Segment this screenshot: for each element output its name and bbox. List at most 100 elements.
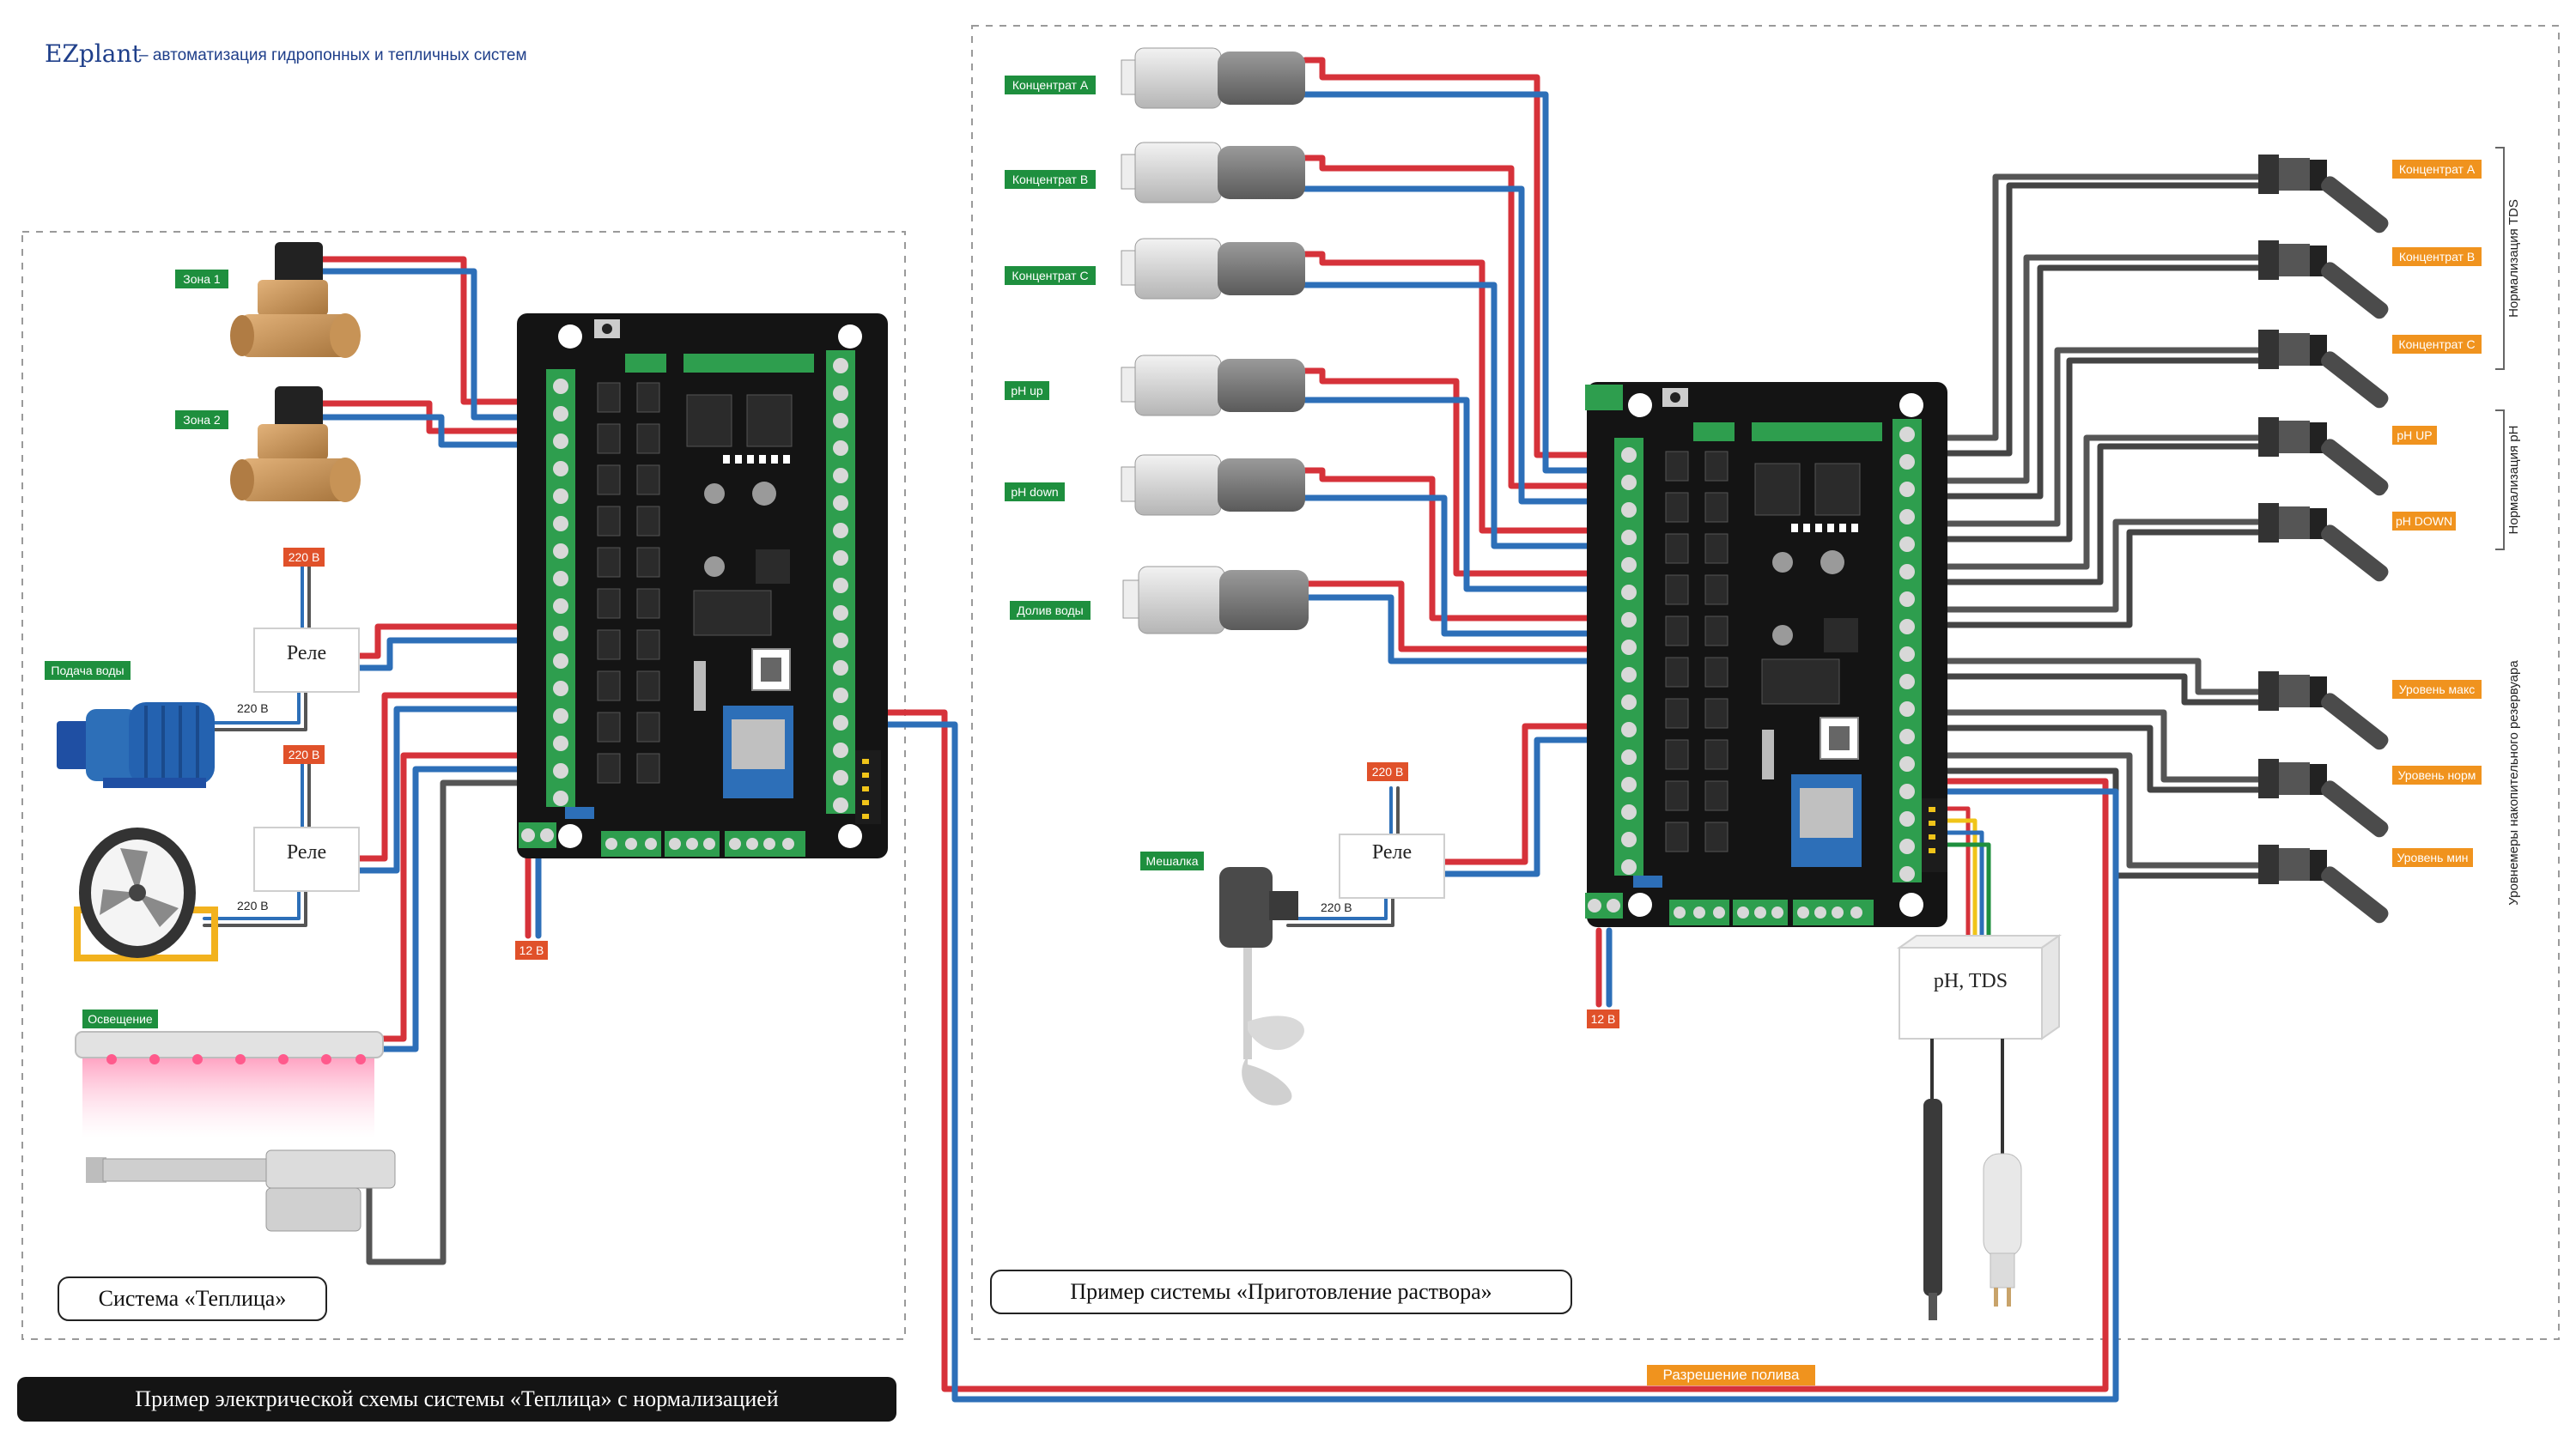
svg-text:Концентрат B: Концентрат B — [1012, 173, 1088, 186]
tag-water-supply: Подача воды — [45, 661, 131, 680]
pump-concentrate-c — [1121, 238, 1305, 300]
tag-zone-2: Зона 2 — [175, 410, 228, 429]
voltage-220-tag-right: 220 В — [1367, 762, 1408, 781]
float-switch-level-norm — [2258, 759, 2389, 838]
svg-text:Концентрат C: Концентрат C — [2398, 337, 2475, 351]
pump-concentrate-a — [1121, 47, 1305, 109]
ph-probe — [1923, 1039, 1942, 1320]
left-system-frame — [21, 231, 906, 1340]
svg-text:Разрешение полива: Разрешение полива — [1663, 1367, 1800, 1383]
tag-mixer: Мешалка — [1140, 852, 1204, 870]
voltage-220-tag-left-1: 220 В — [283, 548, 325, 567]
svg-text:Концентрат C: Концентрат C — [1012, 269, 1088, 282]
linear-actuator — [86, 1149, 396, 1232]
svg-text:Зона 1: Зона 1 — [183, 272, 221, 286]
right-wires — [1286, 57, 2262, 1008]
voltage-220-tag-left-2: 220 В — [283, 745, 325, 764]
group-bracket-ph: Нормализация pH — [2495, 409, 2521, 550]
svg-text:12 В: 12 В — [1591, 1012, 1616, 1026]
footer-caption: Пример электрической схемы системы «Тепл… — [17, 1377, 896, 1422]
svg-text:Долив воды: Долив воды — [1017, 603, 1083, 617]
svg-text:Уровнемеры накопительного резе: Уровнемеры накопительного резервуара — [2506, 660, 2521, 906]
svg-text:220 В: 220 В — [289, 748, 320, 761]
solenoid-valve-2 — [230, 386, 361, 502]
tag-left-water-refill: Долив воды — [1010, 601, 1091, 620]
svg-text:Концентрат A: Концентрат A — [1012, 78, 1089, 92]
svg-text:Концентрат A: Концентрат A — [2399, 162, 2476, 176]
voltage-12-tag-left: 12 В — [515, 941, 548, 960]
svg-text:Подача воды: Подача воды — [51, 664, 124, 677]
sensor-box-label: pH, TDS — [1934, 970, 2008, 992]
pump-ph-down — [1121, 454, 1305, 516]
pump-water-refill — [1122, 566, 1309, 634]
voltage-220-label-mixer: 220 В — [1321, 900, 1352, 914]
svg-text:Концентрат B: Концентрат B — [2399, 250, 2475, 264]
tag-right-conc-c: Концентрат C — [2392, 335, 2482, 354]
mixer — [1219, 867, 1304, 1106]
svg-text:Нормализация TDS: Нормализация TDS — [2506, 199, 2521, 318]
relay-left-2-label: Реле — [287, 841, 326, 864]
tag-right-ph-up: pH UP — [2392, 426, 2437, 445]
svg-text:Система «Теплица»: Система «Теплица» — [99, 1286, 287, 1311]
svg-text:220 В: 220 В — [1372, 765, 1404, 779]
watering-permit-cable — [859, 709, 2119, 1403]
float-switch-conc-c — [2258, 330, 2389, 409]
tag-level-norm: Уровень норм — [2392, 766, 2482, 785]
pump-concentrate-b — [1121, 142, 1305, 203]
tag-right-conc-b: Концентрат B — [2392, 247, 2482, 266]
tag-left-conc-c: Концентрат C — [1005, 266, 1096, 285]
tag-lighting: Освещение — [82, 1010, 158, 1028]
tag-left-conc-b: Концентрат B — [1005, 170, 1096, 189]
svg-text:pH down: pH down — [1011, 485, 1058, 499]
svg-text:Зона 2: Зона 2 — [183, 413, 221, 427]
svg-text:12 В: 12 В — [519, 943, 544, 957]
ph-tds-sensor-box — [1896, 934, 2063, 1040]
tag-right-ph-down: pH DOWN — [2392, 512, 2456, 531]
svg-text:pH up: pH up — [1011, 384, 1043, 397]
tag-level-min: Уровень мин — [2392, 848, 2473, 867]
svg-text:Уровень норм: Уровень норм — [2398, 768, 2476, 782]
watering-permit-tag: Разрешение полива — [1647, 1365, 1815, 1386]
relay-right-label: Реле — [1372, 841, 1412, 864]
water-pump — [57, 702, 215, 788]
float-switch-ph-down — [2258, 503, 2389, 582]
solenoid-valve-1 — [230, 242, 361, 358]
float-switch-conc-b — [2258, 240, 2389, 319]
tag-left-ph-up: pH up — [1005, 381, 1049, 400]
svg-text:220 В: 220 В — [289, 550, 320, 564]
header-tagline: – автоматизация гидропонных и тепличных … — [139, 46, 527, 64]
voltage-12-tag-right: 12 В — [1587, 1010, 1619, 1028]
voltage-220-label-pump: 220 В — [237, 701, 269, 715]
left-controller-board — [517, 313, 888, 858]
svg-text:Освещение: Освещение — [88, 1012, 153, 1026]
float-switch-level-min — [2258, 845, 2389, 924]
tds-probe — [1983, 1039, 2022, 1307]
left-wires — [203, 256, 553, 1265]
group-bracket-level: Уровнемеры накопительного резервуара — [2506, 660, 2521, 906]
tag-level-max: Уровень макс — [2392, 680, 2482, 699]
grow-light — [75, 1031, 384, 1138]
relay-left-2 — [253, 827, 360, 892]
svg-text:Пример электрической схемы сис: Пример электрической схемы системы «Тепл… — [135, 1386, 778, 1411]
relay-left-1-label: Реле — [287, 642, 326, 664]
float-switch-conc-a — [2258, 155, 2389, 233]
tag-right-conc-a: Концентрат A — [2392, 160, 2482, 179]
right-system-frame — [971, 25, 2560, 1340]
voltage-220-label-fan: 220 В — [237, 899, 269, 913]
pump-ph-up — [1121, 355, 1305, 416]
svg-text:pH DOWN: pH DOWN — [2396, 514, 2452, 528]
svg-text:Уровень мин: Уровень мин — [2397, 851, 2469, 864]
tag-zone-1: Зона 1 — [175, 270, 228, 288]
tag-left-conc-a: Концентрат A — [1005, 76, 1096, 94]
right-system-title: Пример системы «Приготовление раствора» — [990, 1270, 1572, 1314]
float-switch-ph-up — [2258, 417, 2389, 496]
svg-text:Нормализация pH: Нормализация pH — [2506, 426, 2521, 535]
group-bracket-tds: Нормализация TDS — [2495, 147, 2521, 370]
svg-text:Пример системы «Приготовление: Пример системы «Приготовление раствора» — [1070, 1279, 1492, 1304]
brand-logo: EZplant — [45, 39, 143, 68]
right-controller-board — [1585, 382, 1947, 927]
tag-left-ph-down: pH down — [1005, 482, 1065, 501]
svg-text:Мешалка: Мешалка — [1145, 854, 1198, 868]
relay-right — [1339, 834, 1445, 899]
